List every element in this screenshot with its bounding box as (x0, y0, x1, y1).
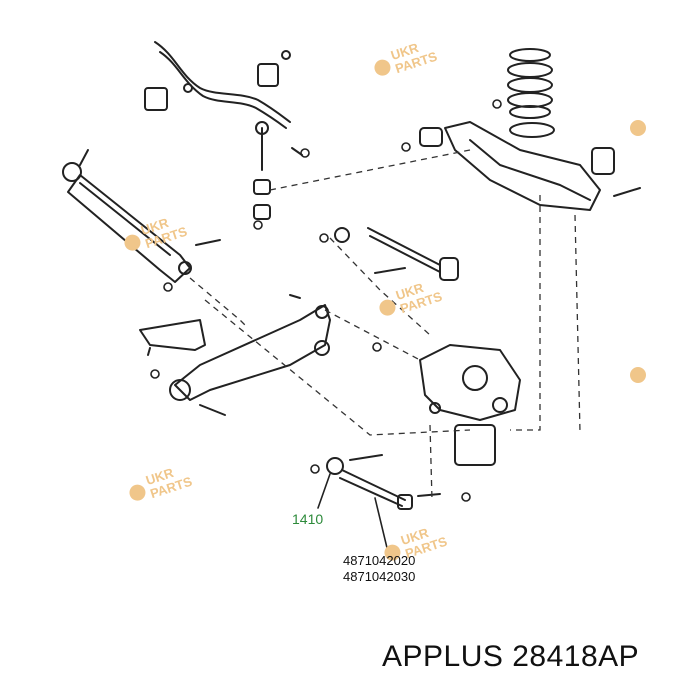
rear-knuckle (419, 344, 521, 466)
lateral-link-1410 (326, 454, 441, 510)
coil-spring (507, 48, 555, 138)
shock-absorber (62, 149, 221, 283)
watermark-gear-icon (630, 367, 646, 383)
mount-bracket (139, 319, 206, 356)
toe-link (334, 227, 459, 281)
watermarks: UKR PARTS UKR PARTS UKR PARTS UKR PARTS … (124, 40, 646, 561)
assembly-dashed-lines (189, 149, 581, 501)
watermark-gear-icon (630, 120, 646, 136)
upper-control-arm (419, 121, 641, 211)
watermark-ukr-parts: UKR PARTS (129, 465, 194, 501)
part-number-1: 4871042020 (343, 553, 416, 568)
watermark-ukr-parts: UKR PARTS (124, 215, 189, 251)
product-caption: APPLUS 28418AP (382, 640, 640, 673)
part-callout-number: 1410 (292, 511, 324, 527)
stabilizer-link (253, 121, 303, 220)
fasteners (150, 99, 502, 502)
part-number-2: 4871042030 (343, 569, 416, 584)
watermark-ukr-parts: UKR PARTS (374, 40, 439, 76)
lower-control-arm (169, 294, 331, 416)
stabilizer-bar (144, 41, 291, 129)
watermark-ukr-parts: UKR PARTS (379, 280, 444, 316)
callout-leaders (317, 473, 389, 553)
